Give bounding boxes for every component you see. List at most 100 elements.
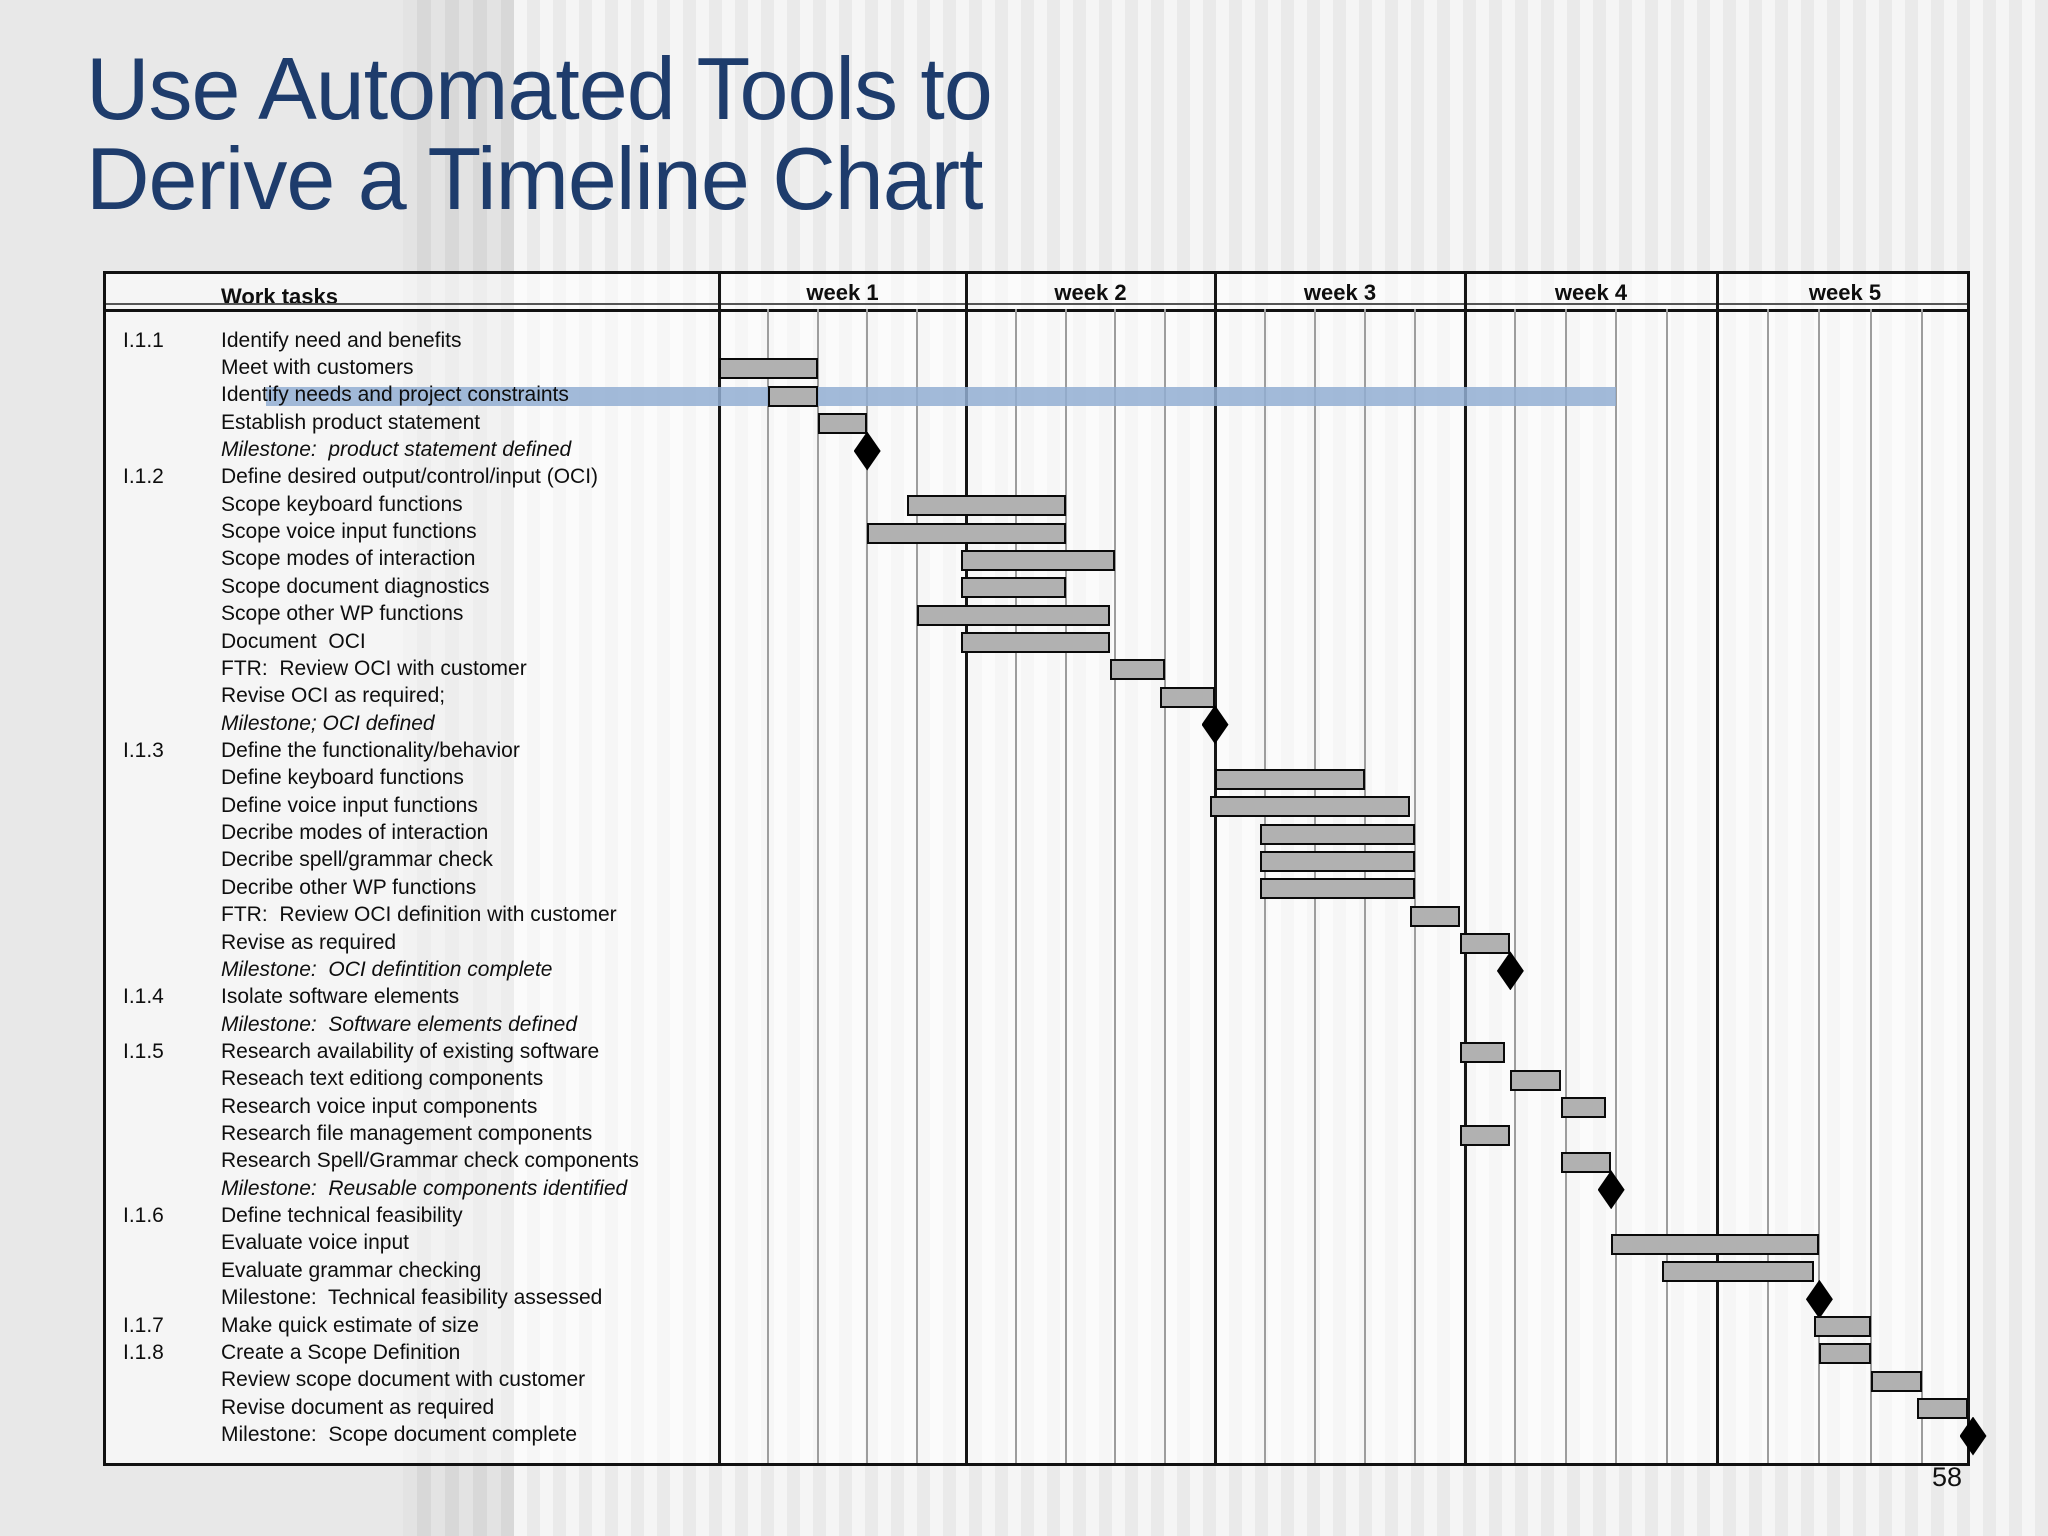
milestone-diamond-icon	[1496, 951, 1524, 991]
header-divider-thick	[106, 309, 1967, 312]
task-bar	[1260, 878, 1415, 900]
day-gridline	[1767, 309, 1770, 1463]
task-label: Evaluate grammar checking	[221, 1258, 482, 1282]
task-bar	[1510, 1069, 1561, 1091]
week-boundary-line	[1463, 274, 1467, 1463]
task-label: Scope voice input functions	[221, 520, 477, 544]
task-bar	[1870, 1370, 1922, 1392]
task-label: Milestone: Technical feasibility assesse…	[221, 1286, 603, 1310]
task-id: I.1.1	[123, 328, 164, 352]
task-label: Scope modes of interaction	[221, 547, 476, 571]
day-gridline	[767, 309, 770, 1463]
task-label: Isolate software elements	[221, 985, 460, 1009]
week-boundary-line	[964, 274, 968, 1463]
task-bar	[768, 385, 818, 407]
task-id: I.1.3	[123, 739, 164, 762]
day-gridline	[1014, 309, 1017, 1463]
task-bar	[961, 577, 1066, 599]
task-label: Establish product statement	[221, 410, 481, 434]
milestone-diamond-icon	[1201, 705, 1229, 745]
task-bar	[906, 495, 1066, 517]
task-bar	[1814, 1316, 1871, 1338]
task-label: Make quick estimate of size	[221, 1313, 479, 1337]
task-label: Milestone: Software elements defined	[221, 1012, 578, 1036]
task-id: I.1.7	[123, 1313, 164, 1337]
task-label: Milestone: product statement defined	[221, 438, 572, 462]
task-label: Milestone: OCI defintition complete	[221, 957, 553, 981]
task-id: I.1.4	[123, 985, 164, 1009]
task-id: I.1.5	[123, 1039, 164, 1063]
task-label: Research availability of existing softwa…	[221, 1039, 600, 1063]
task-label: FTR: Review OCI with customer	[221, 656, 527, 680]
task-label: Revise OCI as required;	[221, 684, 446, 708]
task-bar	[1210, 796, 1410, 818]
day-gridline	[1564, 309, 1567, 1463]
day-gridline	[1064, 309, 1067, 1463]
week-header-3: week 3	[1303, 280, 1377, 305]
week-header-4: week 4	[1554, 280, 1628, 305]
task-bar	[1160, 686, 1215, 708]
week-header-5: week 5	[1808, 280, 1882, 305]
task-bar	[719, 358, 818, 380]
task-label: Revise document as required	[221, 1395, 495, 1419]
task-bar	[1460, 1124, 1511, 1146]
day-gridline	[866, 309, 869, 1463]
day-gridline	[1164, 309, 1167, 1463]
day-gridline	[1665, 309, 1668, 1463]
slide-title: Use Automated Tools to Derive a Timeline…	[86, 39, 993, 228]
task-bar	[961, 549, 1116, 571]
task-bar	[916, 604, 1111, 626]
task-label: Define the functionality/behavior	[221, 739, 520, 762]
week-boundary-line	[1715, 274, 1719, 1463]
task-bar	[1110, 659, 1166, 681]
task-label: Meet with customers	[221, 355, 414, 379]
task-label: Revise as required	[221, 930, 397, 954]
task-label: Define desired output/control/input (OCI…	[221, 465, 599, 489]
slide-title-line-2: Derive a Timeline Chart	[86, 128, 983, 228]
task-bar	[1819, 1343, 1871, 1365]
page-number: 58	[1931, 1462, 1962, 1492]
task-label: Decribe other WP functions	[221, 875, 477, 899]
task-chart-divider-line	[717, 274, 721, 1463]
week-header-1: week 1	[806, 280, 879, 305]
task-label: Decribe spell/grammar check	[221, 848, 493, 872]
task-id: I.1.6	[123, 1204, 164, 1228]
task-label: Document OCI	[221, 629, 366, 653]
task-bar	[1560, 1151, 1612, 1173]
task-label: Identify needs and project constraints	[221, 383, 569, 407]
day-gridline	[1818, 309, 1821, 1463]
task-label: FTR: Review OCI definition with customer	[221, 903, 617, 927]
task-bar	[867, 522, 1066, 544]
task-label: Milestone: Scope document complete	[221, 1423, 578, 1446]
task-bar	[1611, 1233, 1820, 1255]
day-gridline	[1514, 309, 1517, 1463]
week-header-2: week 2	[1054, 280, 1127, 305]
task-bar	[1215, 768, 1365, 790]
day-gridline	[1615, 309, 1618, 1463]
task-label: Review scope document with customer	[221, 1368, 586, 1392]
header-divider-thin	[106, 303, 1967, 305]
task-label: Evaluate voice input	[221, 1231, 409, 1255]
task-label: Decribe modes of interaction	[221, 821, 489, 845]
gantt-chart-table: Work tasks week 1 week 2 week 3 week 4 week …	[103, 271, 1987, 1466]
slide-title-line-1: Use Automated Tools to	[86, 39, 993, 138]
task-bar	[1410, 905, 1460, 927]
task-bar	[961, 632, 1111, 654]
task-bar	[1916, 1398, 1968, 1420]
task-label: Milestone; OCI defined	[221, 711, 435, 735]
task-label: Define voice input functions	[221, 793, 478, 817]
day-gridline	[1114, 309, 1117, 1463]
task-label: Define technical feasibility	[221, 1204, 463, 1228]
week-boundary-line	[1213, 274, 1217, 1463]
highlight-row-bar	[266, 386, 1617, 406]
day-gridline	[1920, 309, 1923, 1463]
task-label: Define keyboard functions	[221, 766, 464, 790]
task-label: Research voice input components	[221, 1094, 538, 1118]
task-label: Scope other WP functions	[221, 602, 464, 626]
task-bar	[1460, 1042, 1506, 1064]
task-bar	[817, 413, 868, 435]
task-label: Identify need and benefits	[221, 328, 462, 352]
work-tasks-column-header: Work tasks	[221, 284, 338, 309]
task-label: Reseach text editiong components	[221, 1067, 544, 1091]
task-label: Research file management components	[221, 1122, 593, 1146]
